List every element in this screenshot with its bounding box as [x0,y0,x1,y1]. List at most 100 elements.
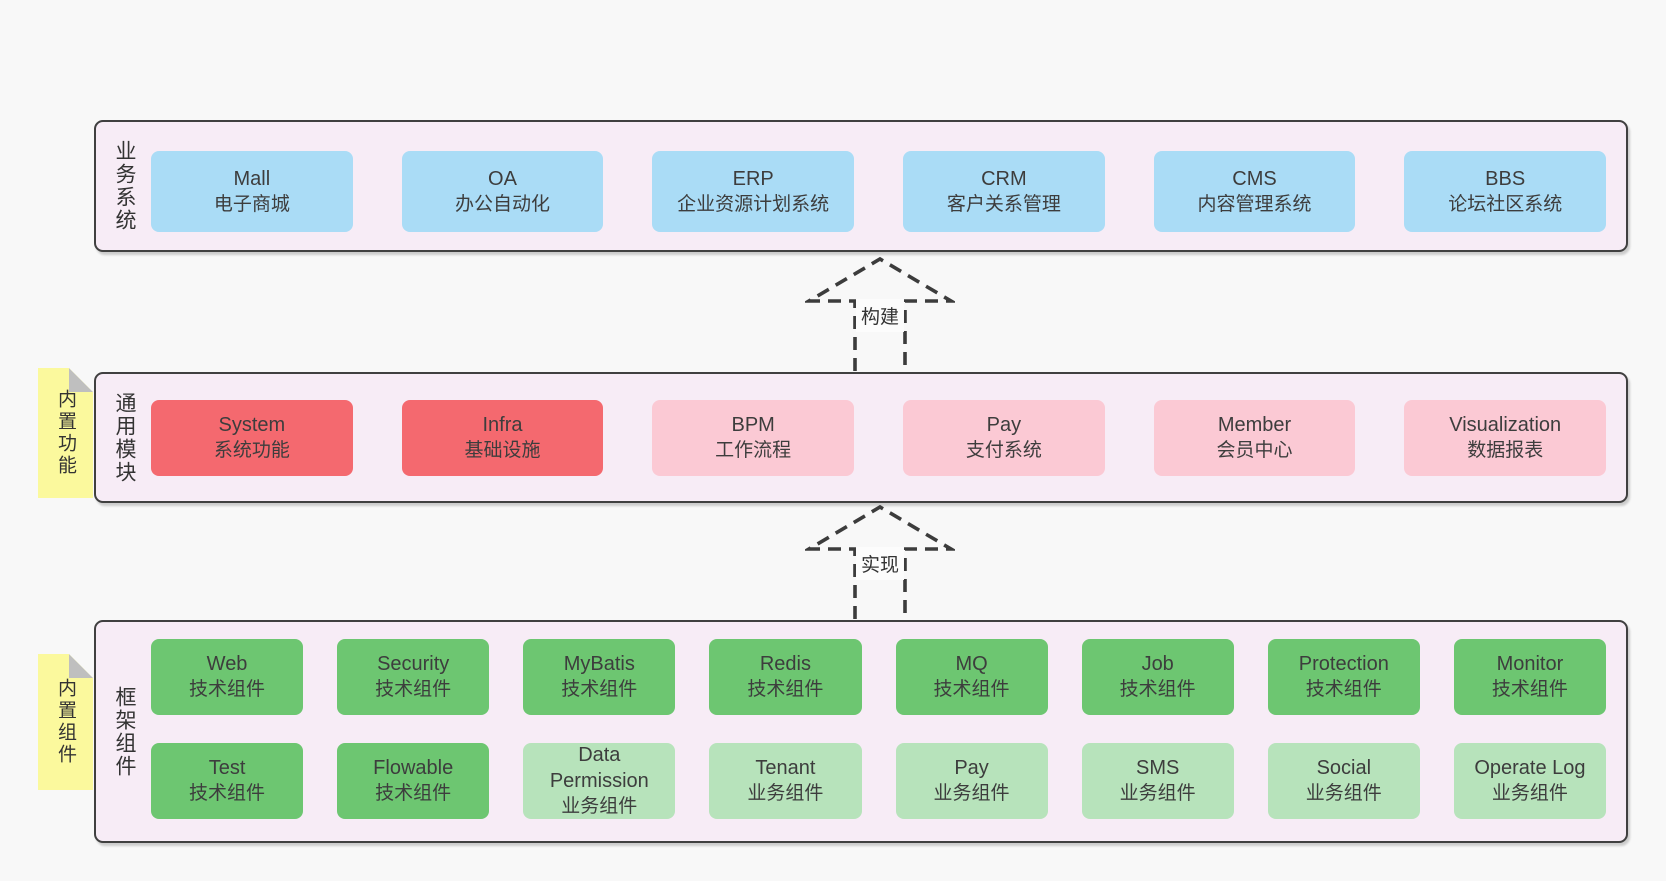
arrow-build: 构建 [805,255,955,373]
arrow-label-build: 构建 [855,299,905,332]
box-name: BPM [731,414,775,436]
box-cms: CMS 内容管理系统 [1153,151,1356,232]
folded-corner-icon [69,368,93,392]
box-name: Social [1316,757,1372,779]
box-desc: 企业资源计划系统 [677,193,830,215]
box-desc: 技术组件 [375,783,452,804]
box-mybatis: MyBatis 技术组件 [523,639,676,715]
box-pay: Pay 业务组件 [895,743,1048,819]
box-redis: Redis 技术组件 [709,639,862,715]
box-desc: 技术组件 [1305,679,1382,700]
box-name: CRM [981,167,1027,190]
box-name: Flowable [373,757,454,779]
box-desc: 业务组件 [747,783,824,804]
box-protection: Protection 技术组件 [1267,639,1420,715]
box-desc: 业务组件 [1119,783,1196,804]
arrow-label-implement: 实现 [855,547,905,580]
box-test: Test 技术组件 [151,743,304,819]
box-name: OA [488,167,517,190]
box-desc: 数据报表 [1467,440,1544,461]
box-web: Web 技术组件 [151,639,304,715]
section-common-modules: 通用模块 System 系统功能 Infra 基础设施 BPM 工作流程 Pay 支付系统 Mem… [94,372,1628,503]
box-crm: CRM 客户关系管理 [903,151,1105,232]
box-desc: 工作流程 [715,440,792,461]
box-desc: 会员中心 [1216,440,1293,461]
box-name: Security [377,653,450,675]
section-label-common-modules: 通用模块 [113,391,136,484]
box-desc: 业务组件 [1305,783,1382,804]
box-social: Social 业务组件 [1267,743,1420,819]
box-bpm: BPM 工作流程 [652,400,855,476]
box-desc: 技术组件 [747,679,824,700]
box-desc: 基础设施 [464,440,541,461]
box-desc: 办公自动化 [455,193,551,215]
box-desc: 业务组件 [1491,783,1568,804]
box-name: Redis [759,653,811,675]
box-row: Mall 电子商城 OA 办公自动化 ERP 企业资源计划系统 CRM 客户关系管理 CMS 内容… [151,151,1607,232]
box-row: Test 技术组件 Flowable 技术组件 Data Permission 业务组件 T… [151,743,1606,819]
box-name: Pay [954,757,989,779]
box-name: BBS [1485,167,1526,190]
box-name: Operate Log [1474,757,1586,779]
box-name: Tenant [755,757,816,779]
box-name: Member [1217,414,1292,436]
box-desc: 技术组件 [189,783,266,804]
box-erp: ERP 企业资源计划系统 [652,151,855,232]
box-desc: 电子商城 [213,193,290,215]
box-name: Web [206,653,248,675]
box-visualization: Visualization 数据报表 [1404,400,1607,476]
box-name: Test [208,757,246,779]
box-name: SMS [1136,757,1180,779]
box-name: Data Permission [549,744,649,792]
section-label-business-systems: 业务系统 [113,140,136,232]
box-data-permission: Data Permission 业务组件 [523,743,676,819]
box-name: Visualization [1449,414,1562,436]
box-desc: 业务组件 [561,796,638,817]
box-pay: Pay 支付系统 [903,400,1105,476]
box-desc: 技术组件 [1491,679,1568,700]
box-infra: Infra 基础设施 [401,400,604,476]
box-operate-log: Operate Log 业务组件 [1453,743,1606,819]
folded-corner-icon [69,654,93,678]
box-desc: 技术组件 [189,679,266,700]
box-name: Protection [1298,653,1389,675]
box-desc: 客户关系管理 [946,193,1061,215]
box-name: Mall [233,167,271,190]
box-desc: 技术组件 [933,679,1010,700]
box-sms: SMS 业务组件 [1081,743,1234,819]
box-desc: 技术组件 [561,679,638,700]
box-security: Security 技术组件 [337,639,490,715]
box-flowable: Flowable 技术组件 [337,743,490,819]
arrow-implement: 实现 [805,503,955,621]
box-job: Job 技术组件 [1081,639,1234,715]
section-label-framework-components: 框架组件 [113,685,136,778]
box-name: MyBatis [563,653,635,675]
dashed-up-arrow-icon [805,256,955,371]
sticky-tab-framework-components: 内置组件 [38,654,93,790]
box-desc: 技术组件 [1119,679,1196,700]
box-member: Member 会员中心 [1153,400,1356,476]
box-name: Infra [482,414,523,436]
box-name: CMS [1232,167,1277,190]
sticky-tab-label: 内置功能 [55,389,76,477]
box-desc: 内容管理系统 [1197,193,1312,215]
box-desc: 系统功能 [213,440,290,461]
box-desc: 技术组件 [375,679,452,700]
box-name: Pay [986,414,1022,436]
box-name: System [218,414,286,436]
box-row: System 系统功能 Infra 基础设施 BPM 工作流程 Pay 支付系统 Member 会… [151,400,1607,476]
box-desc: 业务组件 [933,783,1010,804]
section-framework-components: 框架组件 Web 技术组件 Security 技术组件 MyBatis 技术组件 Redis 技… [94,620,1628,843]
sticky-tab-common-modules: 内置功能 [38,368,93,498]
box-name: Job [1141,653,1174,675]
box-desc: 支付系统 [965,440,1042,461]
sticky-tab-label: 内置组件 [55,678,76,766]
box-system: System 系统功能 [151,400,353,476]
box-name: ERP [732,167,774,190]
